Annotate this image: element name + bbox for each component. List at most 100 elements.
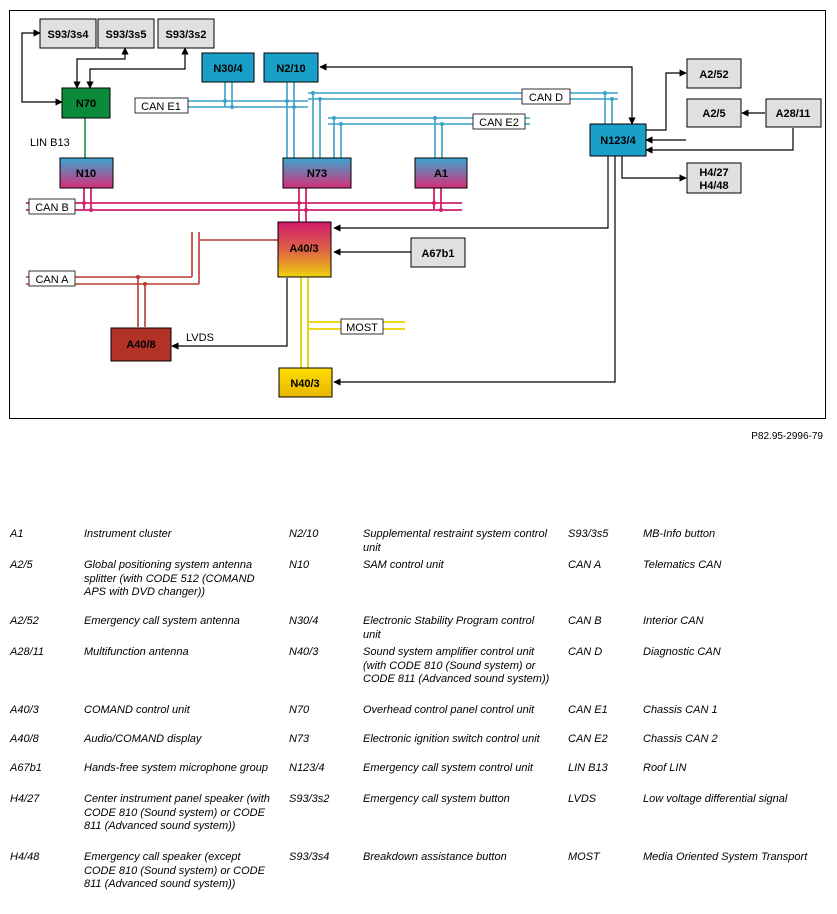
legend-desc: Interior CAN [643, 615, 704, 627]
diagram-frame [9, 10, 826, 419]
legend-code: CAN D [568, 646, 603, 658]
legend-code: MOST [568, 851, 600, 863]
legend-code: A28/11 [10, 646, 45, 658]
svg-text:A2/52: A2/52 [699, 69, 728, 81]
box-n73: N73 [282, 157, 352, 189]
legend-desc: Emergency call system antenna [84, 615, 240, 627]
svg-text:A40/8: A40/8 [126, 339, 155, 351]
box-s93-3s4: S93/3s4 [39, 18, 97, 49]
svg-text:A1: A1 [434, 168, 448, 180]
legend-code: CAN A [568, 559, 602, 571]
svg-text:H4/48: H4/48 [699, 180, 728, 192]
legend-code: N70 [289, 704, 310, 716]
legend-code: CAN E2 [568, 733, 608, 745]
box-a1: A1 [414, 157, 468, 189]
bus-label-most: MOST [340, 318, 384, 335]
svg-text:N30/4: N30/4 [213, 63, 243, 75]
legend-code: CAN E1 [568, 704, 608, 716]
svg-text:H4/27: H4/27 [699, 167, 728, 179]
legend-code: A40/8 [10, 733, 39, 745]
bus-label-can-e1: CAN E1 [134, 97, 189, 114]
legend-desc: Telematics CAN [643, 559, 722, 571]
legend-code: H4/27 [10, 793, 40, 805]
bus-label-can-a: CAN A [28, 270, 76, 287]
legend-desc: COMAND control unit [84, 704, 190, 716]
svg-text:N123/4: N123/4 [600, 135, 636, 147]
legend-desc: Low voltage differential signal [643, 793, 788, 805]
legend-code: N2/10 [289, 528, 319, 540]
box-s93-3s2: S93/3s2 [157, 18, 215, 49]
can-a-junction-dots [136, 275, 147, 286]
svg-text:CAN E1: CAN E1 [141, 101, 181, 113]
box-n70: N70 [61, 87, 111, 119]
bus-label-can-d: CAN D [521, 88, 571, 105]
box-n10: N10 [59, 157, 114, 189]
legend-code: LVDS [568, 793, 597, 805]
legend-code: N10 [289, 559, 310, 571]
svg-text:CAN B: CAN B [35, 202, 69, 214]
legend-code: A1 [10, 528, 24, 540]
svg-text:A67b1: A67b1 [421, 248, 454, 260]
legend-desc: Emergency call system control unit [363, 762, 533, 774]
legend-code: A2/52 [10, 615, 39, 627]
svg-text:N70: N70 [76, 98, 96, 110]
legend-code: S93/3s4 [289, 851, 330, 863]
legend-desc: SAM control unit [363, 559, 444, 571]
legend-desc: Sound system amplifier control unit (wit… [363, 646, 550, 685]
svg-text:CAN D: CAN D [529, 92, 563, 104]
legend-desc: Chassis CAN 1 [643, 704, 718, 716]
legend-code: S93/3s5 [568, 528, 609, 540]
svg-text:S93/3s4: S93/3s4 [48, 29, 90, 41]
legend-desc: Global positioning system antenna splitt… [84, 559, 255, 598]
can-b-junction-dots [82, 201, 443, 212]
legend-desc: Diagnostic CAN [643, 646, 721, 658]
box-a67b1: A67b1 [410, 237, 466, 268]
legend-desc: MB-Info button [643, 528, 716, 540]
legend-desc: Roof LIN [643, 762, 687, 774]
bus-label-lvds: LVDS [186, 332, 214, 344]
legend-code: N73 [289, 733, 310, 745]
svg-text:A28/11: A28/11 [776, 108, 811, 120]
box-n40-3: N40/3 [278, 367, 333, 398]
signal-arrows [21, 29, 794, 386]
box-a2-52: A2/52 [686, 58, 742, 89]
svg-text:N2/10: N2/10 [276, 63, 305, 75]
legend-desc: Chassis CAN 2 [643, 733, 718, 745]
bus-label-lin-b13: LIN B13 [30, 137, 70, 149]
box-n30-4: N30/4 [201, 52, 255, 83]
svg-text:A2/5: A2/5 [702, 108, 725, 120]
box-h4-27-h4-48: H4/27 H4/48 [686, 162, 742, 194]
legend-desc: Emergency call system button [363, 793, 510, 805]
box-s93-3s5: S93/3s5 [97, 18, 155, 49]
box-a40-3: A40/3 [277, 221, 332, 278]
legend-code: A67b1 [10, 762, 42, 774]
svg-text:S93/3s5: S93/3s5 [106, 29, 147, 41]
box-n123-4: N123/4 [589, 123, 647, 157]
legend-desc: Electronic ignition switch control unit [363, 733, 540, 745]
svg-text:N40/3: N40/3 [290, 378, 319, 390]
box-a2-5: A2/5 [686, 98, 742, 128]
legend-desc: Instrument cluster [84, 528, 172, 540]
box-a28-11: A28/11 [765, 98, 822, 128]
legend-desc: Electronic Stability Program control uni… [363, 615, 535, 641]
svg-text:CAN A: CAN A [35, 274, 69, 286]
legend-code: A2/5 [10, 559, 33, 571]
box-n2-10: N2/10 [263, 52, 319, 83]
legend-desc: Media Oriented System Transport [643, 851, 808, 863]
legend-code: H4/48 [10, 851, 40, 863]
legend-code: N30/4 [289, 615, 319, 627]
legend-code: LIN B13 [568, 762, 608, 774]
legend-desc: Emergency call speaker (except CODE 810 … [84, 851, 265, 890]
legend-code: N40/3 [289, 646, 319, 658]
box-a40-8: A40/8 [110, 327, 172, 362]
legend-desc: Multifunction antenna [84, 646, 189, 658]
svg-text:S93/3s2: S93/3s2 [166, 29, 207, 41]
svg-text:MOST: MOST [346, 322, 378, 334]
legend-code: CAN B [568, 615, 602, 627]
figure-code: P82.95-2996-79 [751, 431, 823, 442]
bus-label-can-b: CAN B [28, 198, 76, 215]
legend-code: S93/3s2 [289, 793, 330, 805]
legend-desc: Supplemental restraint system control un… [363, 528, 548, 554]
bus-label-can-e2: CAN E2 [472, 113, 526, 130]
